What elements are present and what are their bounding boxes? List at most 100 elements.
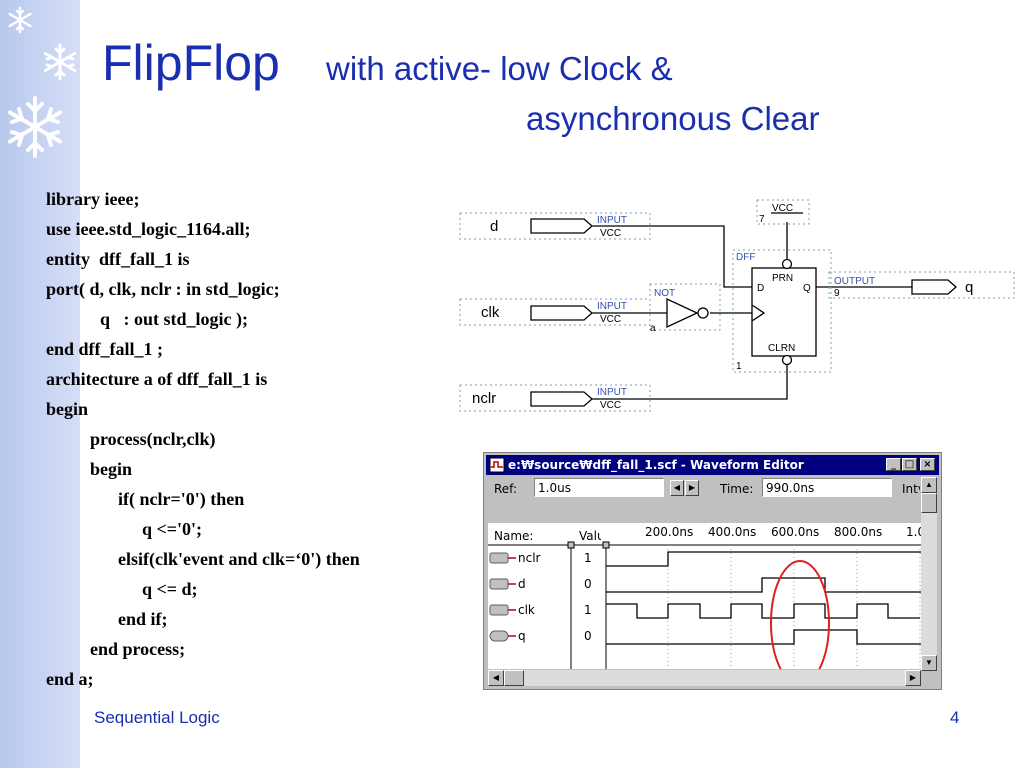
scroll-right-button[interactable]: ▶ <box>905 670 921 686</box>
scroll-left-button[interactable]: ◀ <box>488 670 504 686</box>
waveform-pane[interactable]: 200.0ns 400.0ns 600.0ns 800.0ns 1.0 nclr… <box>488 523 925 686</box>
input-clk-type: INPUT <box>597 301 627 312</box>
snowflake-icon <box>43 43 77 81</box>
scroll-down-button[interactable]: ▼ <box>921 655 937 671</box>
code-line: begin <box>90 459 133 479</box>
dff-schematic: d INPUT VCC clk INPUT VCC nclr INPUT VCC <box>459 199 1015 412</box>
time-tick: 1.0 <box>906 525 921 539</box>
signal-name: nclr <box>518 551 541 565</box>
code-line: architecture a of dff_fall_1 is <box>46 369 268 389</box>
signal-value: 1 <box>584 551 592 565</box>
code-line: port( d, clk, nclr : in std_logic; <box>46 279 280 299</box>
input-d-source: VCC <box>600 228 621 239</box>
snowflake-icon <box>8 6 32 34</box>
signal-value: 1 <box>584 603 592 617</box>
waveform-trace-d <box>606 577 921 593</box>
output-q-label: q <box>965 279 973 296</box>
code-line: q : out std_logic ); <box>100 309 248 329</box>
vcc-label: VCC <box>772 203 793 214</box>
code-line: use ieee.std_logic_1164.all; <box>46 219 251 239</box>
signal-row-d[interactable]: d 0 <box>489 577 592 591</box>
not-gate: NOT a <box>649 283 721 334</box>
code-line: process(nclr,clk) <box>90 429 216 449</box>
code-line: end if; <box>118 609 168 629</box>
value-column-header: Valu <box>579 529 601 543</box>
code-line: q <= d; <box>142 579 198 599</box>
horizontal-scrollbar[interactable]: ◀ ▶ <box>488 670 921 686</box>
ref-field[interactable]: 1.0us <box>534 478 664 497</box>
code-line: q <='0'; <box>142 519 203 539</box>
waveform-trace-clk <box>606 603 920 619</box>
signal-value: 0 <box>584 629 592 643</box>
minimize-button[interactable]: _ <box>886 458 901 471</box>
dff-number: 1 <box>736 361 742 372</box>
input-clk-label: clk <box>481 304 500 321</box>
vcc-number: 7 <box>759 214 765 225</box>
highlight-circle <box>770 560 830 686</box>
not-gate-label: NOT <box>654 288 675 299</box>
vertical-scrollbar[interactable]: ▲ ▼ <box>921 477 937 671</box>
signal-name: d <box>518 577 526 591</box>
code-line: entity dff_fall_1 is <box>46 249 190 269</box>
signal-name: q <box>518 629 526 643</box>
vcc-symbol: VCC 7 <box>756 199 810 225</box>
name-column-header: Name: <box>494 529 534 543</box>
input-pin-clk: clk INPUT VCC <box>459 298 651 326</box>
signal-row-clk[interactable]: clk 1 <box>489 603 592 617</box>
slide-subtitle-line2: asynchronous Clear <box>526 100 820 137</box>
column-resize-handle[interactable] <box>602 541 610 549</box>
slide-subtitle-line1: with active- low Clock & <box>326 50 673 87</box>
vertical-scroll-thumb[interactable] <box>921 493 937 513</box>
waveform-trace-q <box>606 629 921 645</box>
code-line: end dff_fall_1 ; <box>46 339 163 359</box>
page-number: 4 <box>950 708 960 727</box>
code-line: end a; <box>46 669 94 689</box>
signal-name: clk <box>518 603 535 617</box>
prev-transition-button[interactable]: ◀ <box>670 480 684 496</box>
time-tick: 200.0ns <box>645 525 693 539</box>
code-line: if( nclr='0') then <box>118 489 245 509</box>
input-nclr-source: VCC <box>600 400 621 411</box>
ref-label: Ref: <box>494 482 518 496</box>
waveform-editor-window: e:₩source₩dff_fall_1.scf - Waveform Edit… <box>483 452 942 690</box>
time-label: Time: <box>720 482 754 496</box>
code-line: elsif(clk'event and clk=‘0') then <box>118 549 360 569</box>
horizontal-scroll-thumb[interactable] <box>504 670 524 686</box>
time-tick: 800.0ns <box>834 525 882 539</box>
close-button[interactable]: × <box>920 458 935 471</box>
input-pin-d: d INPUT VCC <box>459 212 651 240</box>
code-line: library ieee; <box>46 189 140 209</box>
time-field[interactable]: 990.0ns <box>762 478 892 497</box>
signal-value: 0 <box>584 577 592 591</box>
code-line: end process; <box>90 639 186 659</box>
input-d-type: INPUT <box>597 215 627 226</box>
input-nclr-type: INPUT <box>597 387 627 398</box>
dff-d-pin: D <box>757 283 764 294</box>
time-tick: 400.0ns <box>708 525 756 539</box>
maximize-button[interactable]: □ <box>902 458 917 471</box>
snowflake-icon <box>8 96 62 158</box>
code-line: begin <box>46 399 89 419</box>
signal-row-q[interactable]: q 0 <box>489 629 592 643</box>
decorative-sidebar <box>0 0 80 768</box>
input-nclr-label: nclr <box>472 390 496 407</box>
input-clk-source: VCC <box>600 314 621 325</box>
signal-row-nclr[interactable]: nclr 1 <box>489 551 592 565</box>
window-titlebar[interactable]: e:₩source₩dff_fall_1.scf - Waveform Edit… <box>486 455 939 475</box>
dff-q-pin: Q <box>803 283 811 294</box>
footer-text: Sequential Logic <box>94 708 220 727</box>
dff-label: DFF <box>736 252 755 263</box>
output-number: 9 <box>834 288 840 299</box>
dff-prn-label: PRN <box>772 273 793 284</box>
column-resize-handle[interactable] <box>567 541 575 549</box>
input-d-label: d <box>490 218 498 235</box>
dff-clrn-label: CLRN <box>768 343 795 354</box>
next-transition-button[interactable]: ▶ <box>685 480 699 496</box>
not-gate-number: a <box>650 323 656 334</box>
waveform-app-icon <box>489 457 505 473</box>
input-pin-nclr: nclr INPUT VCC <box>459 384 651 412</box>
scroll-up-button[interactable]: ▲ <box>921 477 937 493</box>
dff-block: DFF PRN D Q CLRN 1 <box>732 249 832 373</box>
output-type: OUTPUT <box>834 276 875 287</box>
time-tick: 600.0ns <box>771 525 819 539</box>
